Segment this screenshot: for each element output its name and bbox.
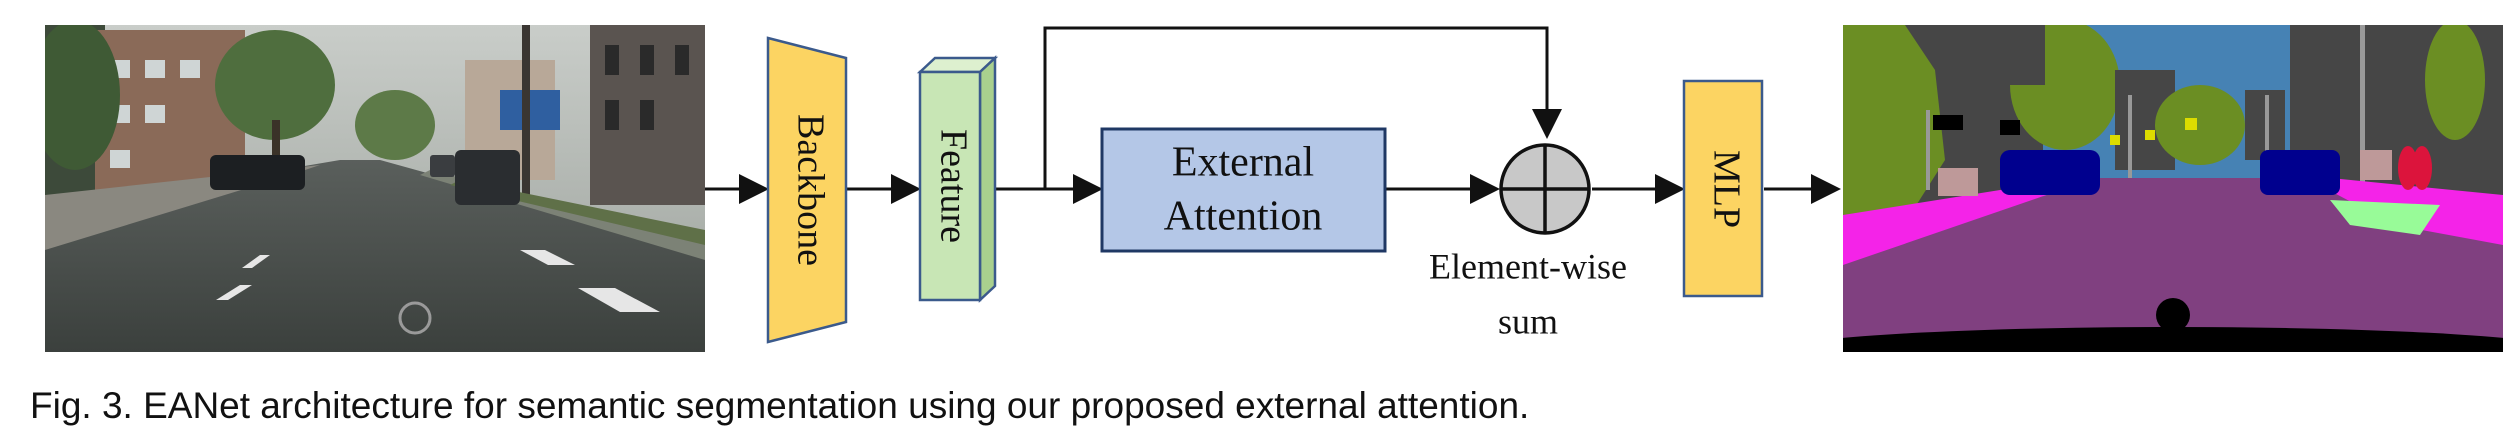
input-street-photo <box>45 25 705 352</box>
arrows <box>705 26 1841 204</box>
backbone-block: Backbone <box>766 36 848 344</box>
skip-connection-arrow <box>1043 26 1562 189</box>
feature-block: Feature <box>916 55 999 303</box>
backbone-label: Backbone <box>789 114 831 266</box>
figure-caption: Fig. 3. EANet architecture for semantic … <box>30 385 1530 426</box>
mlp-block: MLP <box>1682 79 1764 298</box>
output-segmentation-map <box>1843 25 2503 352</box>
external-attention-label-line2: Attention <box>1164 194 1323 240</box>
sum-label-line2: sum <box>1498 301 1558 341</box>
sum-label-line1: Element-wise <box>1429 246 1627 286</box>
element-wise-sum-node: Element-wise sum <box>1429 143 1627 341</box>
feature-label: Feature <box>932 129 974 243</box>
external-attention-label-line1: External <box>1172 140 1314 186</box>
external-attention-block: External Attention <box>1100 127 1387 253</box>
mlp-label: MLP <box>1705 150 1747 228</box>
